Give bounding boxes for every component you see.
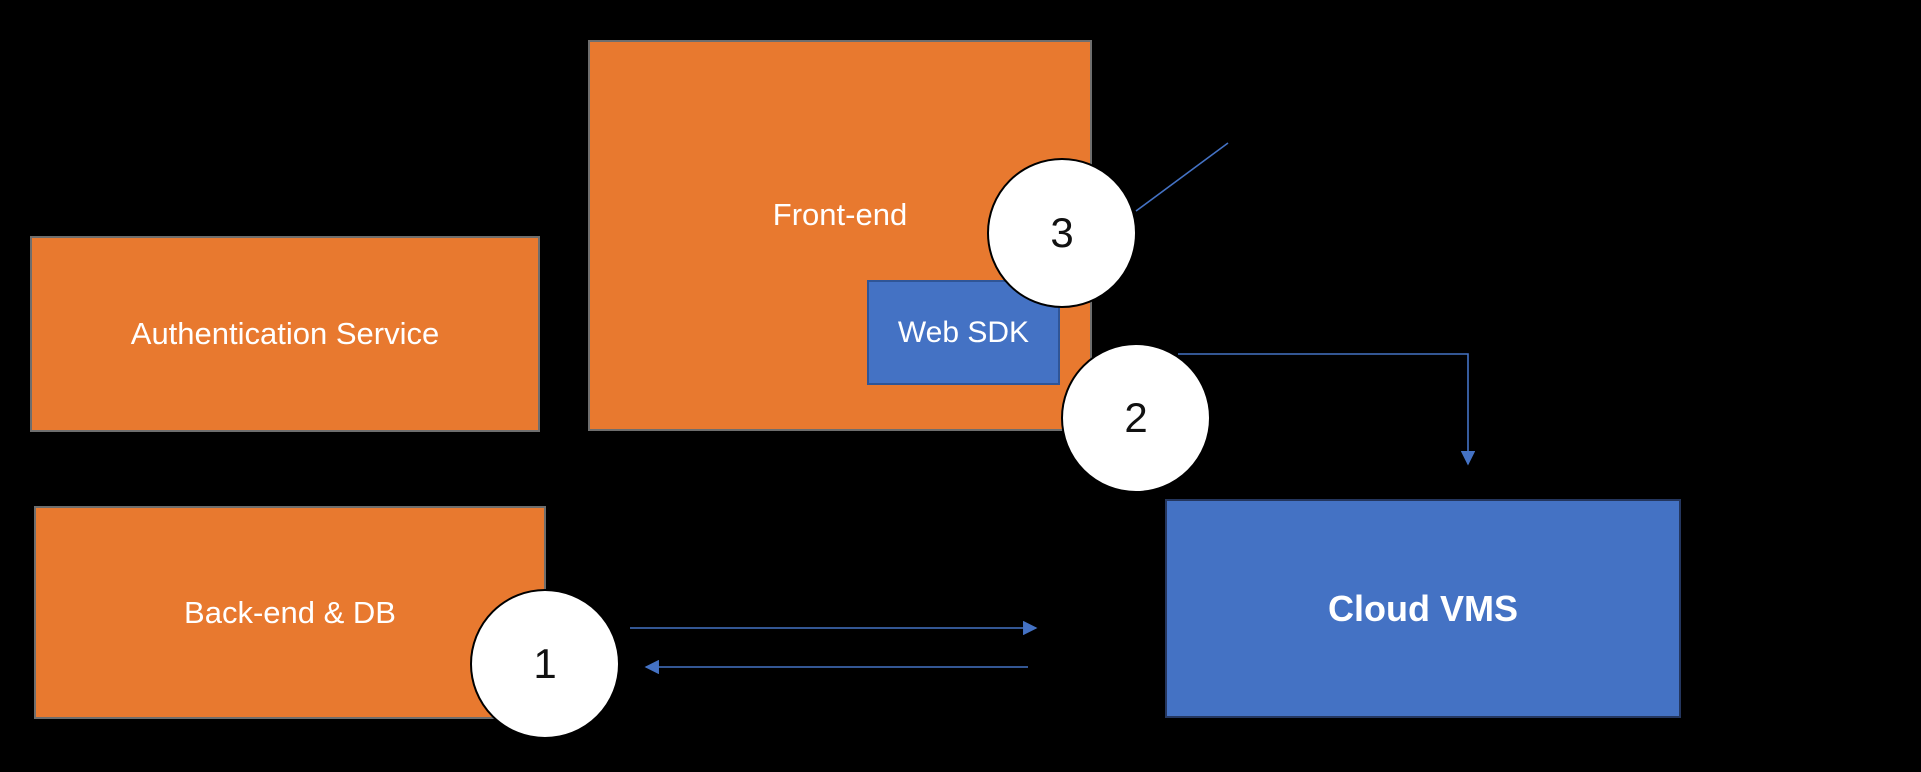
step-circle-2: 2 [1061, 343, 1211, 493]
node-cloud-vms: Cloud VMS [1165, 499, 1681, 718]
step3-diagonal-line [1135, 142, 1229, 212]
node-web-sdk-label: Web SDK [897, 315, 1030, 349]
step-3-number: 3 [1050, 209, 1074, 256]
node-front-end-label: Front-end [772, 197, 908, 232]
step2-elbow-arrow [1178, 353, 1476, 466]
node-authentication-service-label: Authentication Service [130, 316, 440, 351]
step-1-number: 1 [533, 640, 557, 687]
step-circle-1: 1 [470, 589, 620, 739]
node-cloud-vms-label: Cloud VMS [1328, 587, 1518, 629]
node-authentication-service: Authentication Service [30, 236, 540, 432]
node-web-sdk: Web SDK [867, 280, 1060, 385]
node-back-end-db-label: Back-end & DB [184, 594, 396, 630]
step-2-number: 2 [1124, 394, 1148, 441]
node-back-end-db: Back-end & DB [34, 506, 546, 719]
step-circle-3: 3 [987, 158, 1137, 308]
